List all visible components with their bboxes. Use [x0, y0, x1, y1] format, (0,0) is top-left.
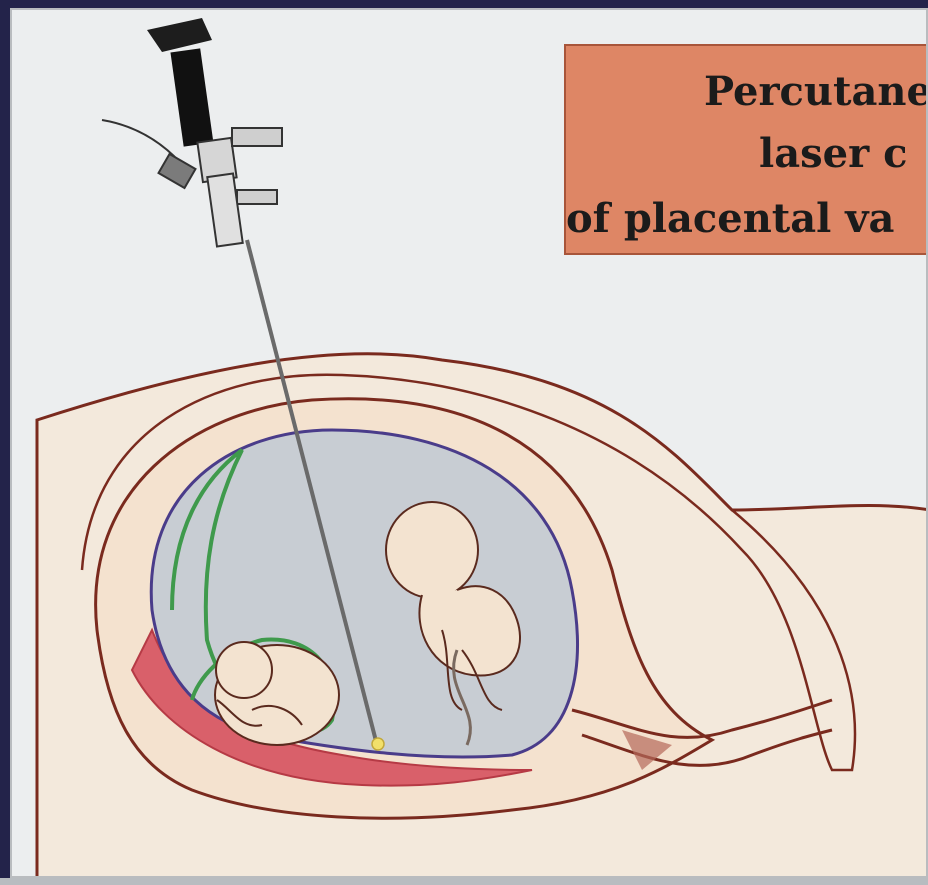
title-line-3: of placental va [566, 195, 894, 242]
title-line-1: Percutane [704, 68, 928, 115]
illustration-panel: Percutane laser c of placental va [10, 8, 928, 878]
laser-tip-icon [372, 738, 384, 750]
fetoscope-icon [102, 18, 282, 246]
bottom-border [0, 878, 928, 885]
title-line-2: laser c [759, 130, 907, 177]
title-box: Percutane laser c of placental va [564, 44, 928, 255]
